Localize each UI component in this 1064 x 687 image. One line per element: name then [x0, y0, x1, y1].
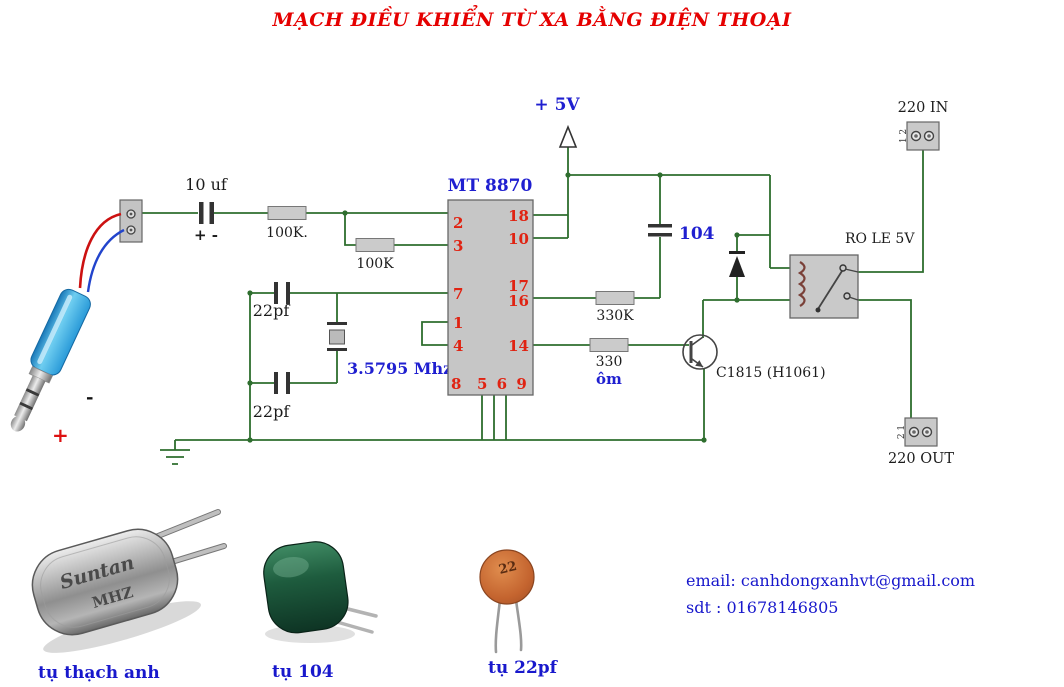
terminal-in-pin-numbers: 1 2 — [899, 129, 909, 143]
ic-pin-label: 17 — [508, 277, 529, 295]
cap-10uf-polarity: + - — [194, 226, 218, 244]
vcc-arrow — [558, 124, 578, 148]
ic-pin-label: 5 6 9 — [477, 375, 529, 393]
cap-104-label: 104 — [679, 224, 715, 244]
crystal-label: 3.5795 Mhz — [347, 359, 452, 378]
contact-email: email: canhdongxanhvt@gmail.com — [686, 571, 975, 590]
cap-22pf-bottom — [274, 372, 290, 394]
ic-pin-label: 18 — [508, 207, 529, 225]
relay-label: RO LE 5V — [845, 231, 915, 247]
transistor-c1815 — [682, 334, 718, 370]
ic-pin-label: 7 — [453, 285, 463, 303]
terminal-220-in-label: 220 IN — [898, 100, 949, 116]
ic-pin-label: 16 — [508, 292, 529, 310]
ic-pin-label: 2 — [453, 214, 463, 232]
resistor-100k-1 — [267, 206, 307, 220]
terminal-220-in: 1 2 — [899, 121, 940, 151]
phone-plug — [10, 288, 91, 432]
ohm-label: ôm — [596, 370, 622, 388]
cap-22pf-bottom-label: 22pf — [253, 402, 291, 421]
contact-phone: sdt : 01678146805 — [686, 598, 838, 617]
flyback-diode — [729, 251, 745, 277]
photo-cap22: 22 — [479, 549, 535, 654]
cap-10uf — [199, 202, 214, 224]
ic-pin-label: 3 — [453, 237, 463, 255]
caption-crystal: tụ thạch anh — [38, 663, 160, 683]
page-title: MẠCH ĐIỀU KHIỂN TỪ XA BẰNG ĐIỆN THOẠI — [272, 4, 793, 31]
resistor-330k — [595, 291, 635, 305]
caption-cap22: tụ 22pf — [488, 658, 559, 678]
audio-jack-connector — [119, 199, 143, 243]
ic-pin-label: 10 — [508, 230, 529, 248]
cap-10uf-label: 10 uf — [185, 175, 228, 194]
plug-tip — [10, 375, 46, 432]
wire-net — [142, 147, 924, 465]
blue-wire — [86, 228, 125, 293]
photo-crystal: Suntan MHZ — [31, 509, 227, 653]
ic-label: MT 8870 — [448, 176, 533, 196]
cap22-marking: 22 — [497, 559, 518, 578]
cap-104 — [648, 224, 672, 237]
terminal-220-out-label: 220 OUT — [888, 451, 954, 467]
transistor-label: C1815 (H1061) — [716, 365, 826, 381]
ic-pin-label: 8 — [451, 375, 461, 393]
vcc-label: + 5V — [534, 95, 580, 115]
resistor-100k-1-label: 100K. — [266, 225, 308, 241]
terminal-out-pin-numbers: 2 1 — [897, 425, 907, 439]
ic-mt8870 — [447, 199, 534, 396]
ic-pin-label: 4 — [453, 337, 463, 355]
caption-cap104: tụ 104 — [272, 662, 334, 682]
photo-cap104 — [263, 541, 378, 643]
resistor-100k-2-label: 100K — [356, 256, 394, 272]
resistor-330 — [589, 338, 629, 352]
plug-body — [30, 288, 91, 376]
plug-plus-label: + — [52, 423, 69, 447]
ic-pin-labels: 2 3 7 1 4 8 18 10 17 16 14 5 6 9 — [451, 207, 529, 393]
resistor-330k-label: 330K — [596, 308, 634, 324]
cap-22pf-top — [274, 282, 290, 304]
plug-minus-label: - — [86, 387, 93, 408]
red-wire — [78, 212, 122, 289]
ground-symbol — [160, 449, 190, 465]
ic-pin-label: 14 — [508, 337, 529, 355]
wire-junctions — [247, 172, 740, 443]
resistor-100k-2 — [355, 238, 395, 252]
crystal-symbol — [327, 322, 347, 351]
relay — [789, 254, 859, 319]
resistor-330-label: 330 — [596, 354, 623, 370]
ic-pin-label: 1 — [453, 314, 463, 332]
terminal-220-out: 2 1 — [897, 417, 938, 447]
cap-22pf-top-label: 22pf — [253, 301, 291, 320]
